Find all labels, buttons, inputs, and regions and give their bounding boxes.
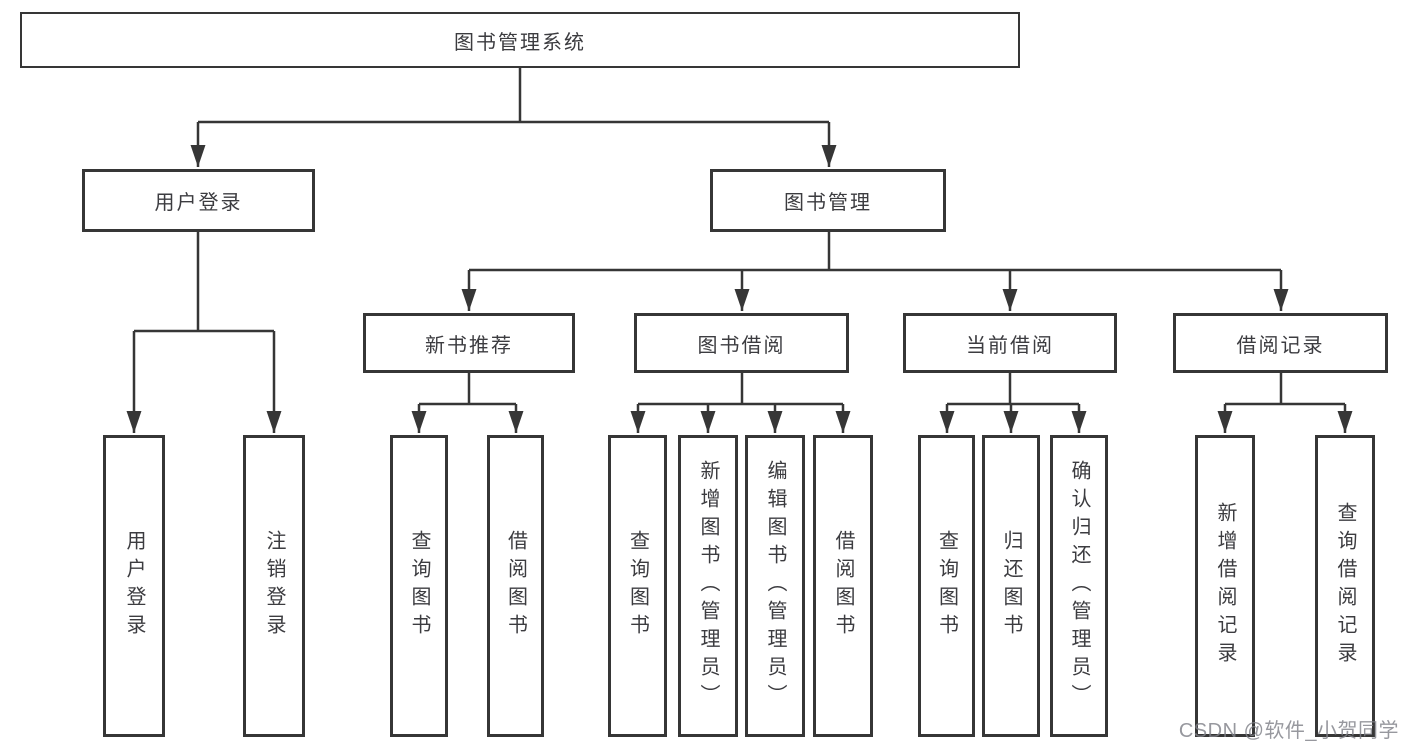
connector-user-login-children [126, 232, 282, 433]
leaf-label: 用户登录 [123, 530, 145, 642]
leaf-label: 查询图书 [935, 530, 958, 642]
node-current-borrowing: 当前借阅 [903, 313, 1117, 373]
connector-current-borrow-children [939, 373, 1087, 433]
leaf-label: 确认归还（管理员） [1068, 460, 1090, 712]
node-label: 新书推荐 [425, 334, 513, 357]
leaf-label: 归还图书 [1000, 530, 1022, 642]
node-label: 当前借阅 [966, 334, 1054, 357]
node-borrowing-records: 借阅记录 [1173, 313, 1388, 373]
leaf-query-books-1: 查询图书 [390, 435, 448, 737]
leaf-label: 注销登录 [263, 530, 285, 642]
node-book-management: 图书管理 [710, 169, 946, 232]
connector-borrow-records-children [1217, 373, 1353, 433]
leaf-label: 查询图书 [408, 530, 430, 642]
node-label: 图书借阅 [697, 334, 786, 357]
leaf-confirm-return-admin: 确认归还（管理员） [1050, 435, 1108, 737]
leaf-label: 编辑图书（管理员） [764, 460, 786, 712]
leaf-borrow-books-1: 借阅图书 [487, 435, 544, 737]
leaf-query-books-2: 查询图书 [608, 435, 667, 737]
connector-book-borrow-children [630, 373, 851, 433]
leaf-label: 新增图书（管理员） [697, 460, 719, 712]
csdn-watermark: CSDN @软件_小贺同学 [1178, 720, 1399, 742]
leaf-label: 查询图书 [626, 530, 649, 642]
node-book-borrowing: 图书借阅 [634, 313, 849, 373]
leaf-user-login: 用户登录 [103, 435, 165, 737]
leaf-borrow-books-2: 借阅图书 [813, 435, 873, 737]
leaf-label: 查询借阅记录 [1334, 502, 1356, 670]
leaf-add-books-admin: 新增图书（管理员） [678, 435, 738, 737]
node-label: 用户登录 [154, 192, 243, 214]
leaf-query-borrow-record: 查询借阅记录 [1315, 435, 1375, 737]
leaf-add-borrow-record: 新增借阅记录 [1195, 435, 1255, 737]
node-label: 借阅记录 [1236, 334, 1325, 357]
leaf-edit-books-admin: 编辑图书（管理员） [745, 435, 805, 737]
node-new-book-recommendation: 新书推荐 [363, 313, 575, 373]
node-user-login: 用户登录 [82, 169, 315, 232]
node-label: 图书管理系统 [454, 31, 586, 54]
connector-new-books-children [411, 373, 524, 433]
node-library-management-system: 图书管理系统 [20, 12, 1020, 68]
leaf-query-books-3: 查询图书 [918, 435, 975, 737]
node-label: 图书管理 [784, 192, 872, 214]
connector-root-to-level2 [190, 68, 837, 167]
leaf-logout: 注销登录 [243, 435, 305, 737]
leaf-return-books: 归还图书 [982, 435, 1040, 737]
leaf-label: 新增借阅记录 [1214, 502, 1236, 670]
leaf-label: 借阅图书 [504, 530, 527, 642]
connector-book-mgmt-children [461, 232, 1289, 311]
leaf-label: 借阅图书 [832, 530, 854, 642]
